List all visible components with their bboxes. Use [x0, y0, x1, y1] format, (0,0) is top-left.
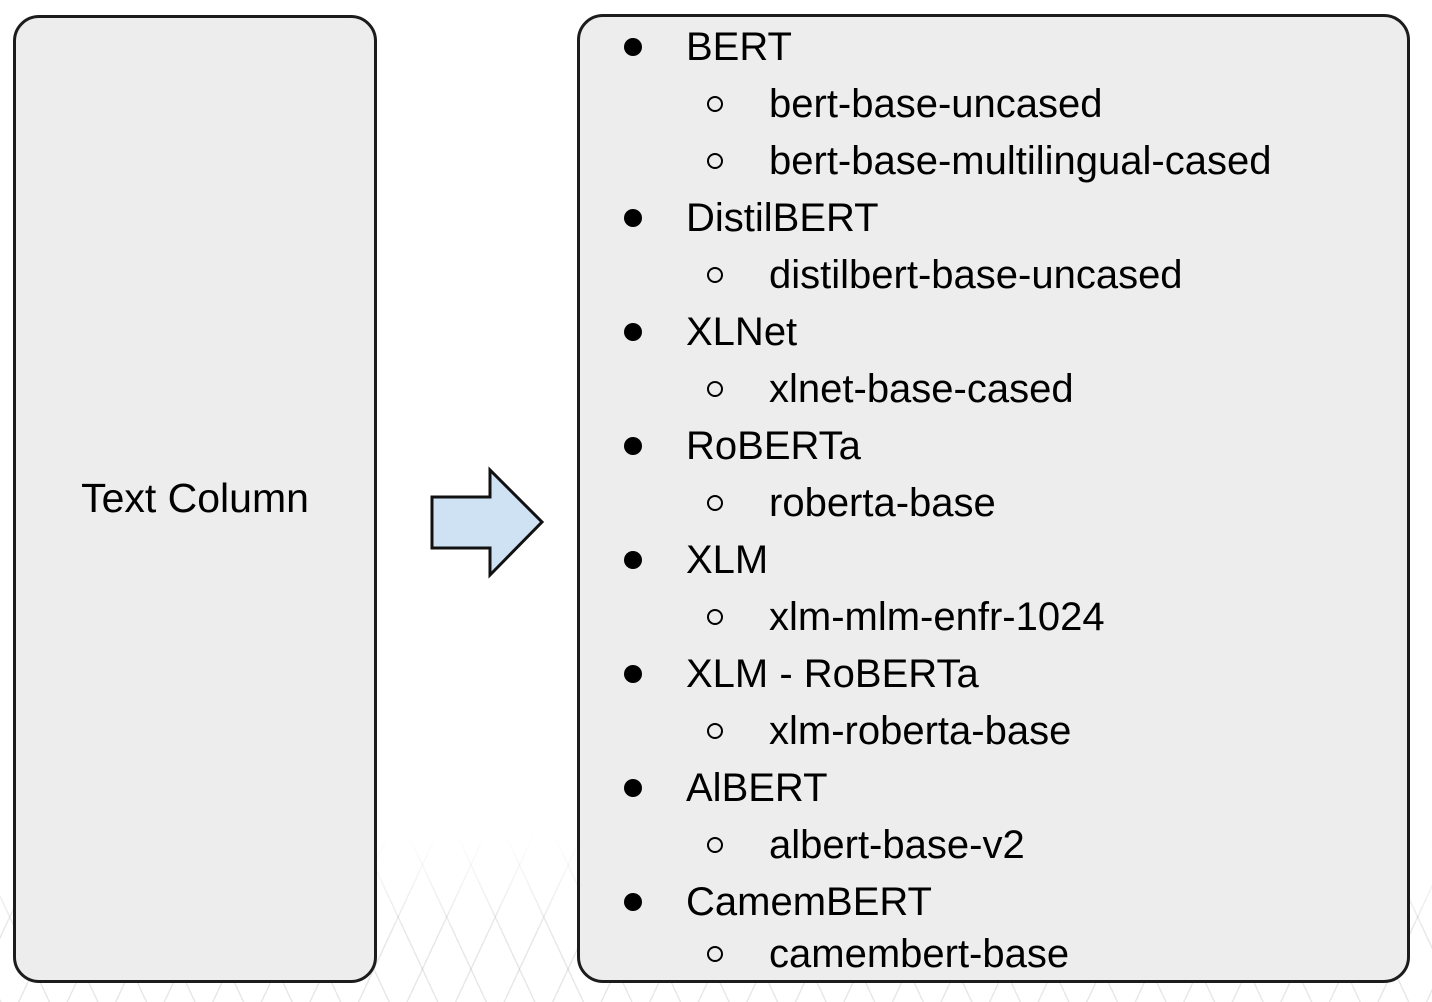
- filled-bullet-icon: [624, 322, 642, 341]
- filled-bullet-icon: [624, 37, 642, 56]
- model-variant-row: xlm-roberta-base: [580, 702, 1407, 759]
- model-family-label: XLNet: [686, 309, 798, 354]
- models-box: BERT bert-base-uncased bert-base-multili…: [577, 14, 1410, 983]
- model-variant-label: roberta-base: [769, 480, 996, 525]
- text-column-label: Text Column: [81, 475, 309, 522]
- model-family-row: XLNet: [580, 303, 1407, 360]
- filled-bullet-icon: [624, 208, 642, 227]
- hollow-bullet-icon: [707, 836, 723, 853]
- model-family-label: XLM: [686, 537, 769, 582]
- model-variant-label: bert-base-multilingual-cased: [769, 138, 1272, 183]
- model-family-row: XLM - RoBERTa: [580, 645, 1407, 702]
- hollow-bullet-icon: [707, 266, 723, 283]
- model-family-row: BERT: [580, 18, 1407, 75]
- hollow-bullet-icon: [707, 152, 723, 169]
- right-arrow-icon: [430, 466, 545, 579]
- model-variant-label: bert-base-uncased: [769, 81, 1103, 126]
- model-family-row: CamemBERT: [580, 873, 1407, 930]
- model-family-label: XLM - RoBERTa: [686, 651, 979, 696]
- text-column-box: Text Column: [13, 15, 377, 983]
- filled-bullet-icon: [624, 436, 642, 455]
- filled-bullet-icon: [624, 550, 642, 569]
- filled-bullet-icon: [624, 664, 642, 683]
- model-variant-row: xlm-mlm-enfr-1024: [580, 588, 1407, 645]
- model-variant-row: camembert-base: [580, 930, 1407, 977]
- hollow-bullet-icon: [707, 494, 723, 511]
- model-family-label: CamemBERT: [686, 879, 932, 924]
- model-family-label: BERT: [686, 24, 792, 69]
- model-family-label: AlBERT: [686, 765, 828, 810]
- model-family-row: DistilBERT: [580, 189, 1407, 246]
- model-family-label: DistilBERT: [686, 195, 879, 240]
- hollow-bullet-icon: [707, 380, 723, 397]
- model-family-row: RoBERTa: [580, 417, 1407, 474]
- model-variant-row: xlnet-base-cased: [580, 360, 1407, 417]
- model-family-row: XLM: [580, 531, 1407, 588]
- model-variant-row: bert-base-uncased: [580, 75, 1407, 132]
- hollow-bullet-icon: [707, 945, 723, 962]
- model-list: BERT bert-base-uncased bert-base-multili…: [580, 17, 1407, 977]
- model-family-label: RoBERTa: [686, 423, 861, 468]
- model-family-row: AlBERT: [580, 759, 1407, 816]
- model-variant-row: roberta-base: [580, 474, 1407, 531]
- hollow-bullet-icon: [707, 608, 723, 625]
- filled-bullet-icon: [624, 778, 642, 797]
- model-variant-label: albert-base-v2: [769, 822, 1025, 867]
- filled-bullet-icon: [624, 892, 642, 911]
- model-variant-label: distilbert-base-uncased: [769, 252, 1183, 297]
- right-arrow-shape: [430, 466, 545, 579]
- model-variant-label: camembert-base: [769, 931, 1070, 976]
- hollow-bullet-icon: [707, 95, 723, 112]
- hollow-bullet-icon: [707, 722, 723, 739]
- model-variant-label: xlm-roberta-base: [769, 708, 1072, 753]
- model-variant-row: bert-base-multilingual-cased: [580, 132, 1407, 189]
- model-variant-label: xlnet-base-cased: [769, 366, 1074, 411]
- model-variant-label: xlm-mlm-enfr-1024: [769, 594, 1105, 639]
- model-variant-row: distilbert-base-uncased: [580, 246, 1407, 303]
- model-variant-row: albert-base-v2: [580, 816, 1407, 873]
